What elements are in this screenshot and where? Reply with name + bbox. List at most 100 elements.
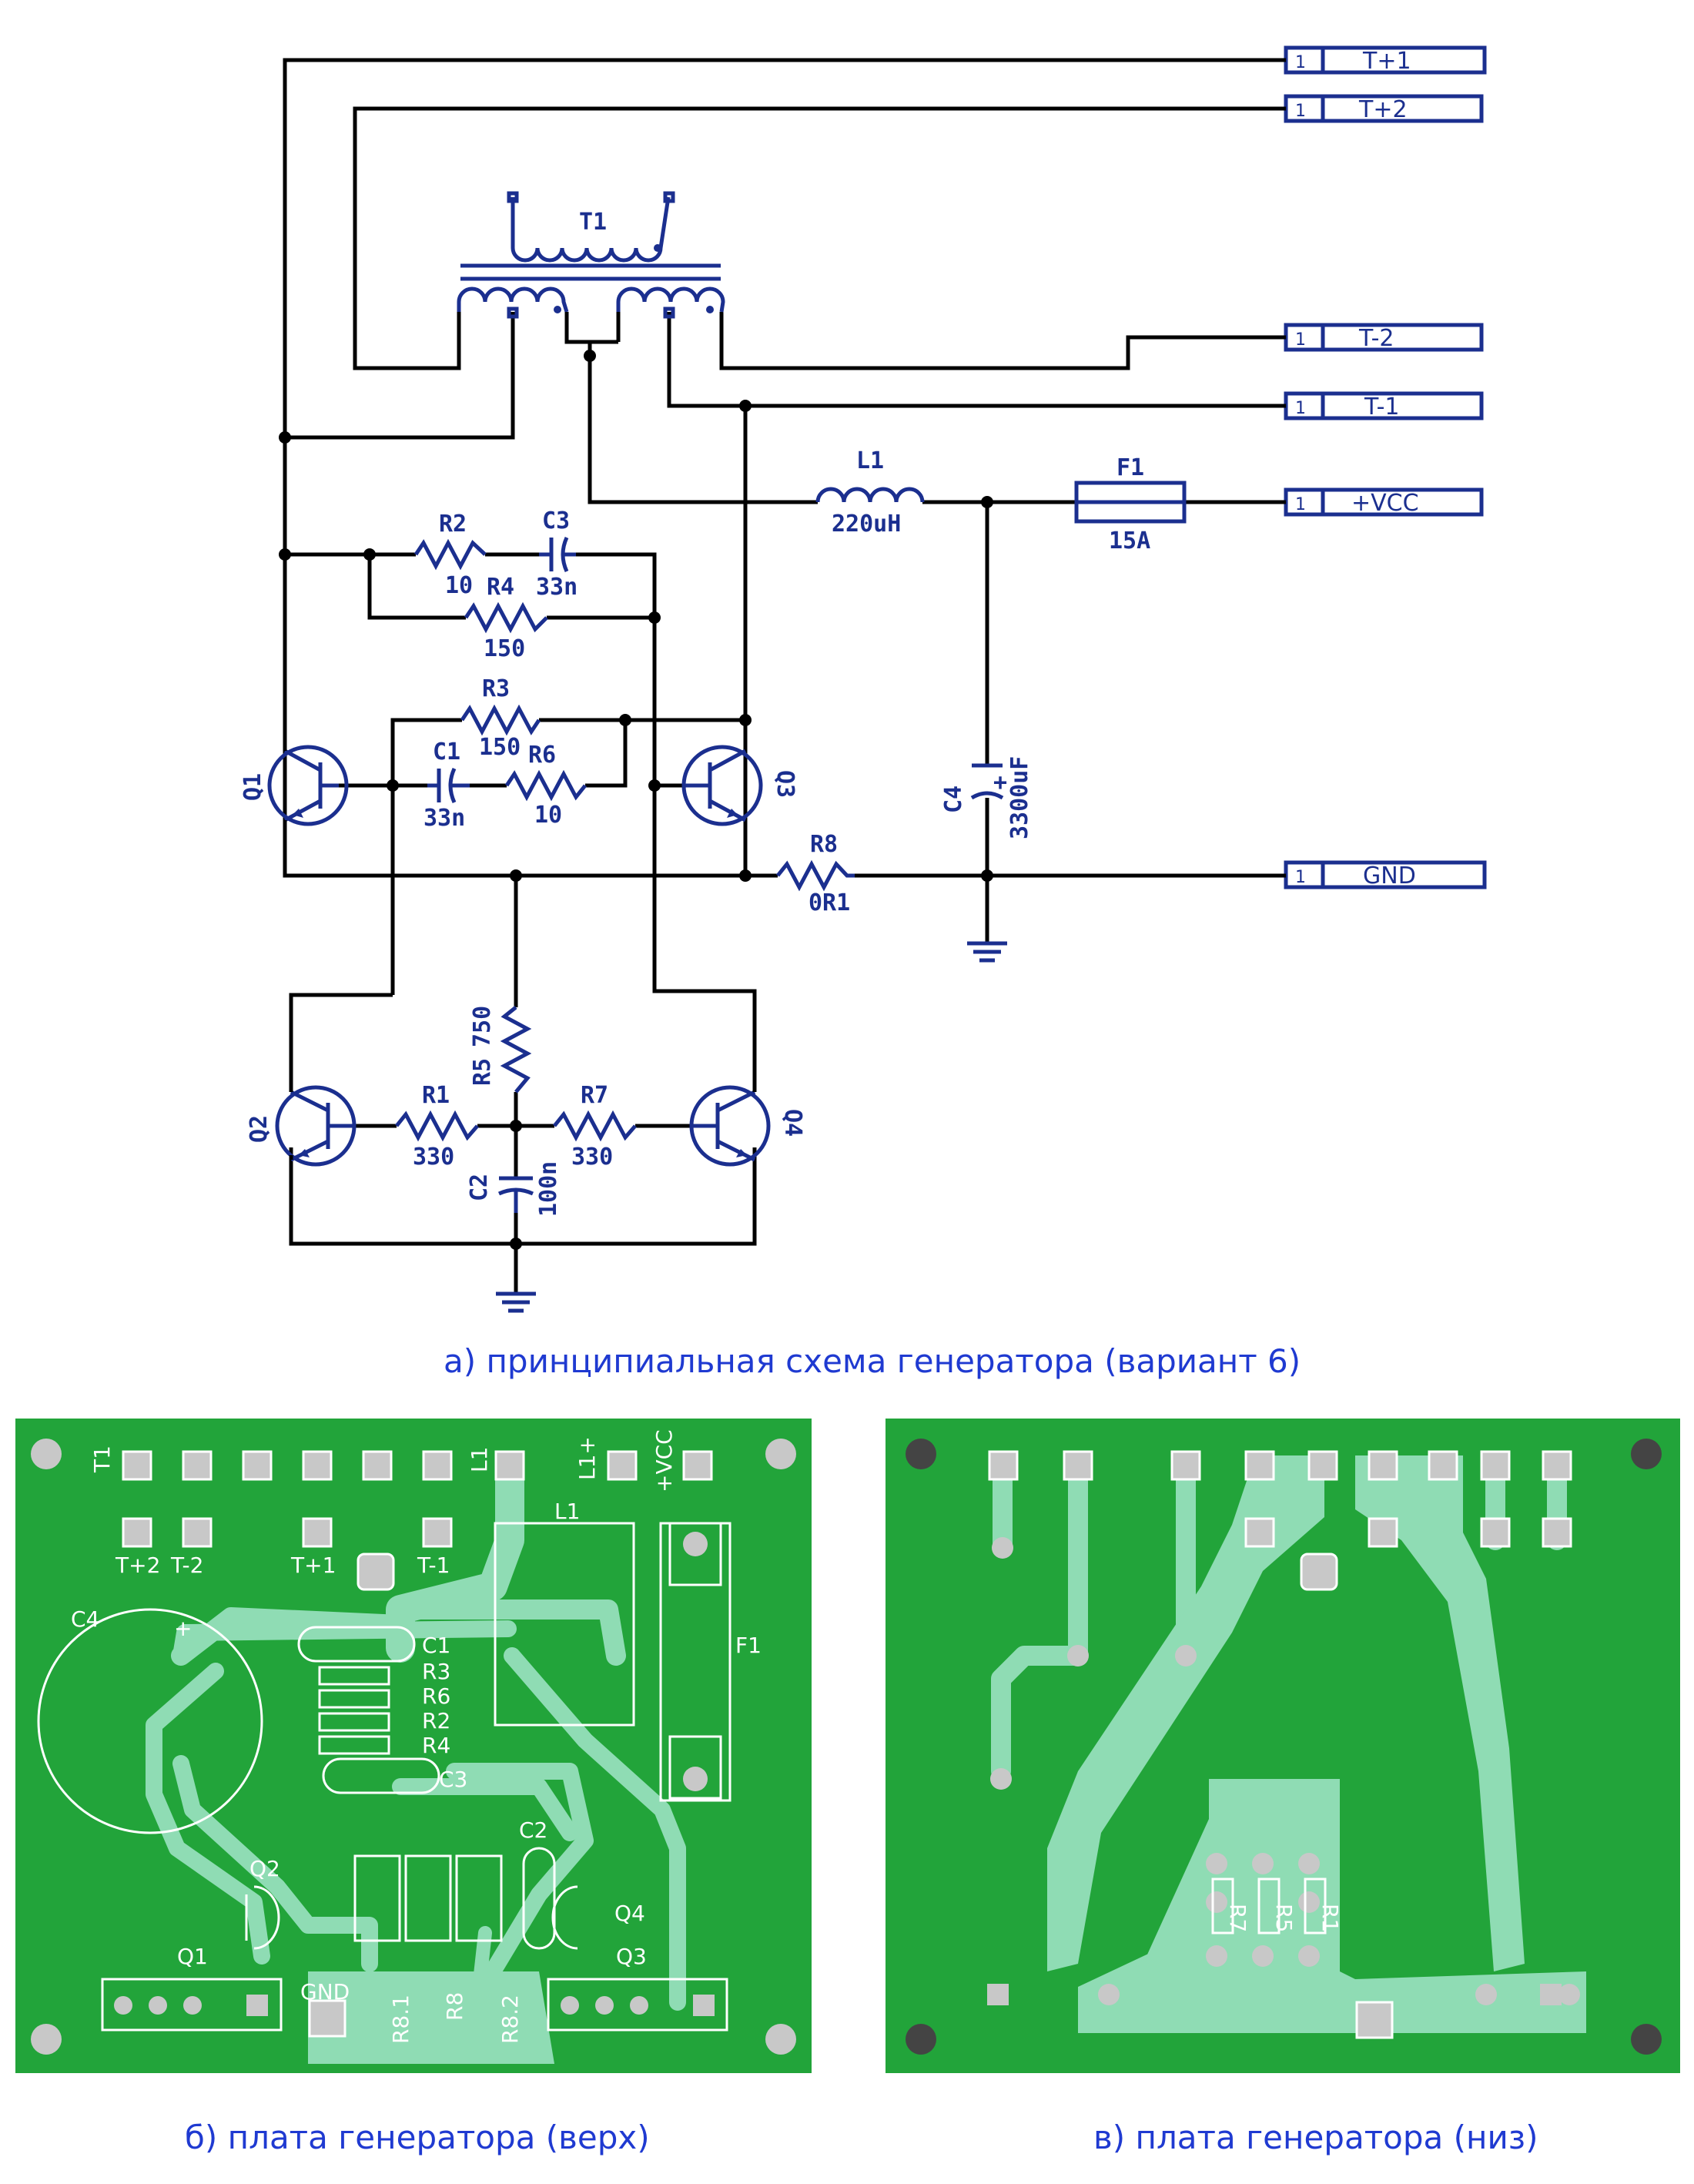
silk-label: F1 (735, 1633, 762, 1658)
silk-label: T1 (89, 1445, 115, 1473)
q3-ref: Q3 (772, 770, 798, 798)
r4-value: 150 (484, 635, 525, 662)
connector-label: T-1 (1364, 394, 1399, 420)
resistor-r1: R1 330 (395, 1082, 479, 1171)
capacitor-c1: C1 33n (424, 739, 470, 832)
pcb-bottom-silkscreen (1211, 1878, 1327, 1934)
resistor-r8: R8 0R1 (747, 831, 855, 916)
silk-label: R1 (1317, 1904, 1343, 1932)
silk-label: Q3 (616, 1944, 647, 1969)
r3-value: 150 (479, 734, 521, 761)
c2-ref: C2 (466, 1174, 493, 1201)
f1-value: 15A (1109, 528, 1150, 554)
t1-label: T1 (579, 209, 607, 236)
silk-label: L1 (467, 1447, 492, 1472)
silk-label: +VCC (651, 1429, 677, 1492)
connector-pin: 1 (1295, 53, 1306, 72)
silk-label: + (174, 1616, 192, 1641)
capacitor-c4: + C4 3300uF (940, 756, 1033, 839)
connector-t-minus-2: 1 T-2 (1284, 323, 1484, 352)
connector-label: T+2 (1358, 96, 1408, 123)
c4-value: 3300uF (1006, 756, 1033, 839)
l1-ref: L1 (856, 447, 884, 474)
l1-value: 220uH (832, 511, 901, 538)
fuse-f1: F1 15A (1074, 454, 1187, 554)
connector-pin: 1 (1295, 102, 1306, 121)
connector-label: T+1 (1362, 48, 1411, 75)
caption-schematic: а) принципиальная схема генератора (вари… (444, 1342, 1301, 1380)
transistor-q4: Q4 (689, 1047, 806, 1167)
resistor-r4: R4 150 (464, 574, 548, 662)
silk-label: R4 (422, 1733, 450, 1758)
r2-value: 10 (445, 572, 473, 599)
q2-ref: Q2 (246, 1115, 273, 1143)
junctions (279, 350, 993, 1250)
resistor-r6: R6 10 (504, 742, 587, 829)
silk-label: R2 (422, 1708, 450, 1733)
connector-label: T-2 (1358, 325, 1394, 352)
r5-value: 750 (469, 1006, 496, 1047)
q1-ref: Q1 (239, 773, 266, 801)
connector-t-plus-1: 1 T+1 (1284, 45, 1487, 75)
r8-value: 0R1 (808, 889, 850, 916)
silk-label: R5 (1271, 1904, 1297, 1932)
resistor-r2: R2 10 (413, 511, 487, 599)
c3-value: 33n (536, 574, 578, 601)
silk-label: Q4 (614, 1901, 645, 1926)
silk-label: Q1 (177, 1944, 208, 1969)
transistor-q3: Q3 (681, 745, 798, 826)
silk-label: C1 (422, 1633, 450, 1658)
silk-label: L1 (554, 1499, 580, 1524)
silk-label: C3 (439, 1767, 467, 1792)
c4-ref: C4 (940, 786, 967, 813)
silk-label: R8.1 (388, 1995, 413, 2044)
silk-label: C2 (519, 1817, 547, 1843)
pcb-bottom: R7 R5 R1 (886, 1419, 1680, 2073)
transistor-q2: Q2 (246, 1063, 357, 1167)
pcb-top-silkscreen (37, 1522, 732, 2032)
silk-label: C4 (71, 1606, 99, 1632)
silk-label: T-2 (170, 1553, 203, 1578)
r8-ref: R8 (810, 831, 838, 858)
q4-ref: Q4 (779, 1109, 806, 1137)
connector-pin: 1 (1295, 399, 1306, 418)
silk-label: R6 (422, 1683, 450, 1709)
transistor-q1: Q1 (239, 743, 349, 828)
r4-ref: R4 (487, 574, 514, 601)
connector-vcc: 1 +VCC (1284, 487, 1484, 517)
r7-ref: R7 (581, 1082, 608, 1109)
resistor-r7: R7 330 (553, 1082, 637, 1171)
caption-board-top: б) плата генератора (верх) (185, 2119, 650, 2156)
connector-label: +VCC (1351, 490, 1419, 517)
pcb-top: T1 L1 L1+ +VCC T+2 T-2 T+1 T-1 C4 + L1 F… (15, 1419, 812, 2073)
silk-label: Q2 (249, 1856, 280, 1881)
r6-ref: R6 (528, 742, 556, 769)
connector-pin: 1 (1295, 495, 1306, 514)
r6-value: 10 (534, 802, 562, 829)
silk-label: T+1 (290, 1553, 336, 1578)
r2-ref: R2 (439, 511, 467, 538)
c4-plus: + (993, 769, 1007, 796)
connector-t-minus-1: 1 T-1 (1284, 391, 1484, 420)
silk-label: T-1 (417, 1553, 450, 1578)
pcb-bottom-pads (987, 1450, 1580, 2039)
c1-ref: C1 (433, 739, 460, 765)
caption-board-bottom: в) плата генератора (низ) (1093, 2119, 1538, 2156)
silk-label: R8 (442, 1992, 467, 2021)
c3-ref: C3 (542, 507, 570, 534)
ground-symbol (496, 1291, 536, 1313)
r5-ref: R5 (469, 1058, 496, 1086)
r7-value: 330 (571, 1144, 613, 1171)
capacitor-c3: C3 33n (536, 507, 578, 601)
connector-label: GND (1363, 863, 1416, 889)
silk-label: GND (300, 1979, 350, 2005)
silk-label: R3 (422, 1659, 450, 1684)
silk-label: T+2 (115, 1553, 160, 1578)
ground-symbol (967, 941, 1007, 963)
r3-ref: R3 (482, 675, 510, 702)
transformer-t1: T1 (457, 191, 725, 344)
silk-label: L1+ (574, 1436, 600, 1480)
connector-pin: 1 (1295, 330, 1306, 350)
resistor-r5: R5 750 (469, 1006, 532, 1094)
